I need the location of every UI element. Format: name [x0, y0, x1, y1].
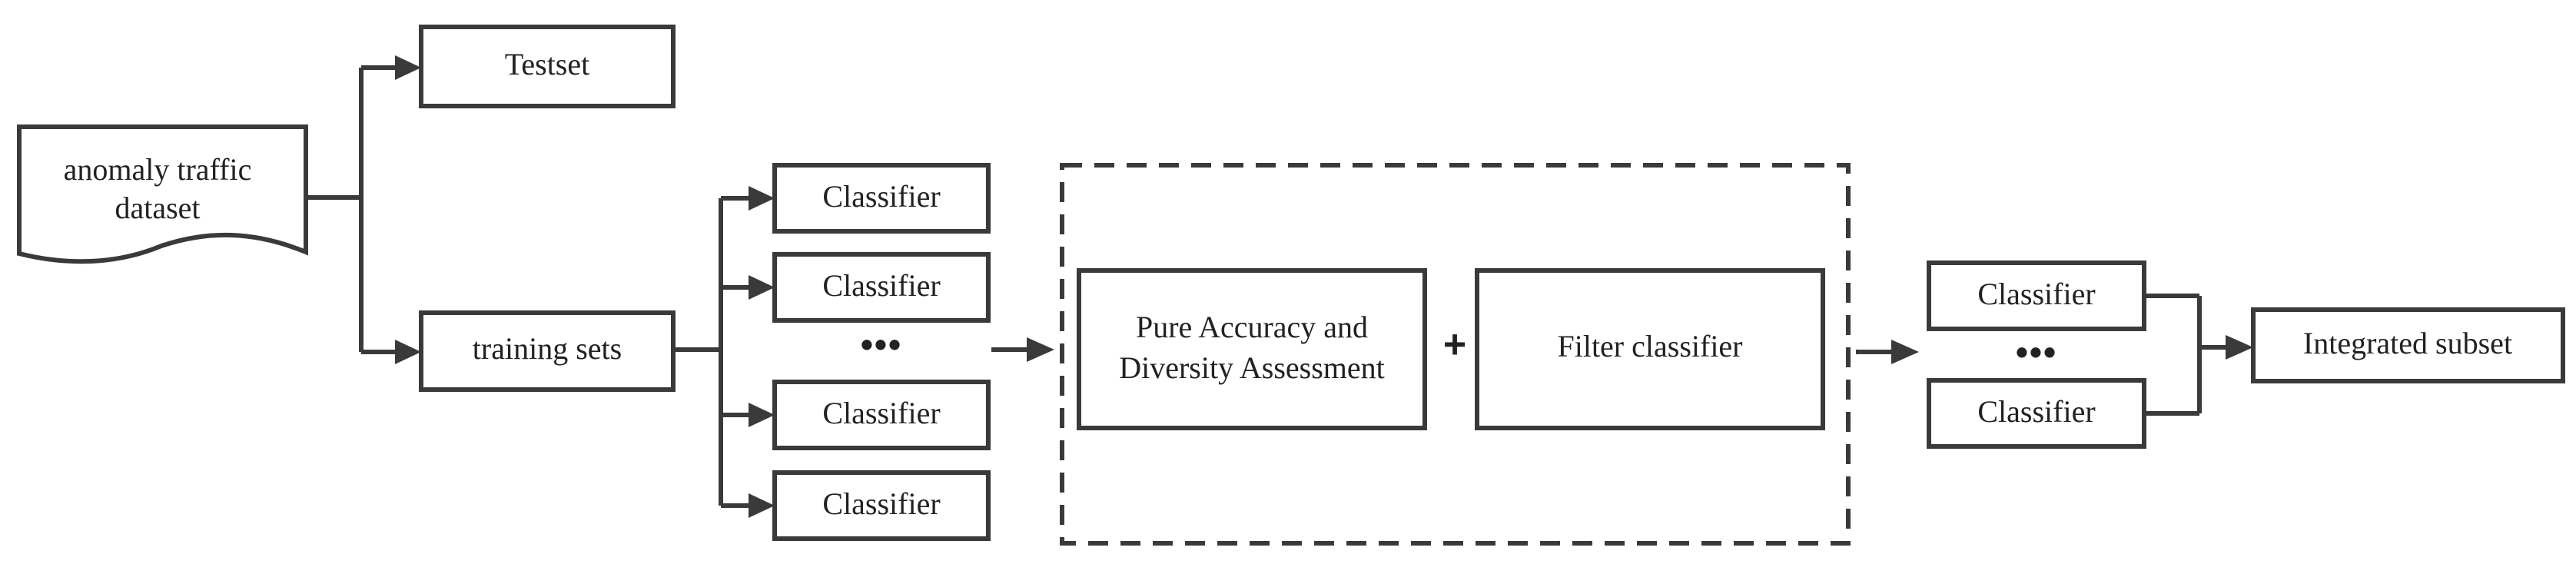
selected-classifier-box: Classifier — [1927, 260, 2146, 331]
selected-classifier-box: Classifier — [1927, 378, 2146, 449]
dataset-label-line2: dataset — [115, 191, 200, 225]
selection-block: Pure Accuracy and Diversity Assessment +… — [1060, 163, 1851, 546]
classifier-label: Classifier — [822, 486, 940, 521]
to-selected-arrow — [1856, 340, 1919, 364]
training-sets-label: training sets — [473, 331, 622, 366]
classifier-box: Classifier — [772, 163, 991, 234]
assessment-node: Pure Accuracy and Diversity Assessment — [1077, 268, 1427, 430]
selected-classifier-label: Classifier — [1977, 277, 2095, 311]
filter-classifier-node: Filter classifier — [1475, 268, 1825, 430]
classifier-label: Classifier — [822, 396, 940, 430]
plus-sign: + — [1443, 323, 1466, 367]
merge-connector — [2144, 294, 2253, 416]
selected-classifier-stack: Classifier ••• Classifier — [1927, 260, 2146, 449]
testset-label: Testset — [505, 47, 590, 81]
classifier-ellipsis: ••• — [861, 324, 902, 364]
classifier-label: Classifier — [822, 268, 940, 303]
dataset-label-line1: anomaly traffic — [64, 152, 252, 187]
assessment-label-line1: Pure Accuracy and — [1136, 310, 1368, 344]
filter-classifier-label: Filter classifier — [1557, 329, 1742, 363]
selected-classifier-label: Classifier — [1977, 394, 2095, 429]
selection-dashed-frame — [1060, 163, 1851, 546]
classifier-stack: Classifier Classifier ••• Classifier Cla… — [772, 163, 991, 541]
dataset-node: anomaly traffic dataset — [17, 124, 308, 264]
dataset-document-shape — [17, 124, 308, 264]
classifier-box: Classifier — [772, 252, 991, 323]
dataset-split-connector — [306, 55, 421, 364]
assessment-label-line2: Diversity Assessment — [1119, 350, 1385, 385]
integrated-subset-node: Integrated subset — [2251, 307, 2565, 383]
to-selection-arrow — [991, 337, 1054, 362]
integrated-subset-label: Integrated subset — [2303, 326, 2512, 360]
classifier-label: Classifier — [822, 179, 940, 214]
testset-node: Testset — [419, 25, 676, 108]
classifier-box: Classifier — [772, 470, 991, 541]
training-sets-node: training sets — [419, 310, 676, 392]
selected-classifier-ellipsis: ••• — [2016, 332, 2057, 372]
classifier-box: Classifier — [772, 380, 991, 450]
training-fanout-connector — [673, 186, 775, 518]
